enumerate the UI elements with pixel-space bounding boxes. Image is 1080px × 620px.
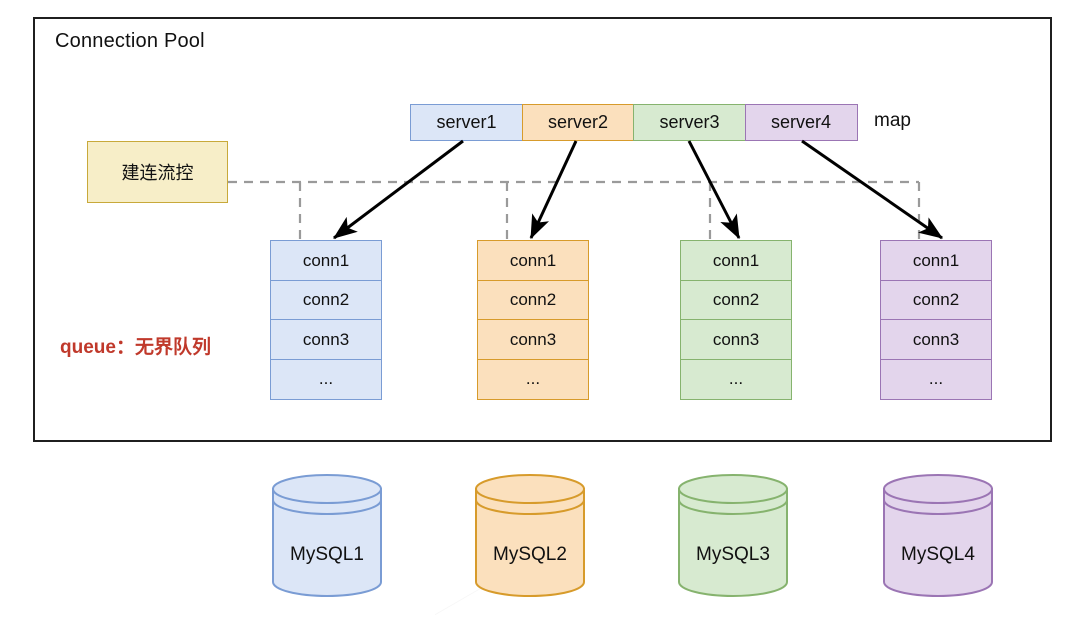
connection-column-server3: conn1 conn2 conn3 ...	[680, 240, 792, 400]
connection-column-server2: conn1 conn2 conn3 ...	[477, 240, 589, 400]
page-title: Connection Pool	[55, 30, 205, 52]
connection-cell: conn2	[680, 279, 792, 321]
connection-cell: conn2	[270, 279, 382, 321]
database-cylinder-mysql4: MySQL4	[883, 474, 993, 597]
connection-cell: conn3	[477, 319, 589, 360]
server-cell-server1[interactable]: server1	[410, 104, 523, 141]
connection-cell-ellipsis: ...	[477, 358, 589, 400]
connection-cell: conn1	[270, 240, 382, 281]
server-cell-server2[interactable]: server2	[521, 104, 635, 141]
connection-cell: conn1	[680, 240, 792, 281]
connection-cell-ellipsis: ...	[680, 358, 792, 400]
server-cell-server3[interactable]: server3	[633, 104, 746, 141]
connection-cell: conn2	[880, 279, 992, 321]
connection-column-server4: conn1 conn2 conn3 ...	[880, 240, 992, 400]
queue-label: queue：无界队列	[60, 337, 211, 358]
database-cylinder-mysql1: MySQL1	[272, 474, 382, 597]
connection-cell: conn1	[880, 240, 992, 281]
connection-cell: conn3	[680, 319, 792, 360]
server-map-row: server1 server2 server3 server4	[410, 104, 858, 141]
connection-cell: conn3	[880, 319, 992, 360]
connection-column-server1: conn1 conn2 conn3 ...	[270, 240, 382, 400]
connection-cell-ellipsis: ...	[880, 358, 992, 400]
connection-cell: conn2	[477, 279, 589, 321]
connection-cell-ellipsis: ...	[270, 358, 382, 400]
server-cell-server4[interactable]: server4	[744, 104, 858, 141]
flow-control-box: 建连流控	[87, 141, 228, 203]
connection-cell: conn1	[477, 240, 589, 281]
connection-cell: conn3	[270, 319, 382, 360]
map-label: map	[874, 110, 911, 131]
database-cylinder-mysql3: MySQL3	[678, 474, 788, 597]
database-cylinder-mysql2: MySQL2	[475, 474, 585, 597]
